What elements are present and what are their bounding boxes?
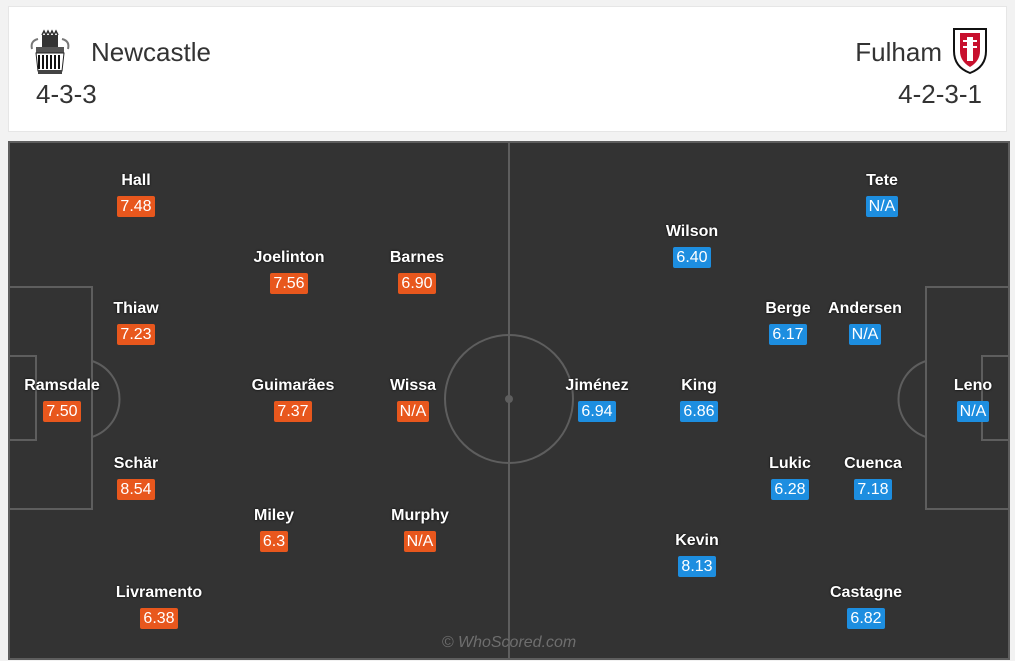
away-player-cuenca[interactable]: Cuenca 7.18 [813,455,933,500]
player-name: Andersen [828,300,902,317]
fulham-crest-icon [953,28,987,75]
player-rating: 7.56 [270,273,308,294]
away-player-castagne[interactable]: Castagne 6.82 [806,584,926,629]
player-rating: 6.90 [398,273,436,294]
player-name: Jiménez [565,377,629,394]
player-rating: 6.3 [259,531,289,552]
away-player-kevin[interactable]: Kevin 8.13 [637,532,757,577]
away-team-name: Fulham [855,37,942,67]
player-name: Wilson [665,223,719,240]
player-name: Miley [253,507,294,524]
home-player-joelinton[interactable]: Joelinton 7.56 [229,249,349,294]
player-rating: 7.50 [43,401,81,422]
home-team-name: Newcastle [91,37,211,67]
away-player-berge[interactable]: Berge 6.17 [728,300,848,345]
player-rating: N/A [865,196,899,217]
player-name: Hall [121,172,151,189]
player-rating: N/A [956,401,990,422]
player-name: Joelinton [253,249,325,266]
home-player-guimaraes[interactable]: Guimarães 7.37 [233,377,353,422]
player-rating: 7.48 [117,196,155,217]
player-rating: 6.94 [578,401,616,422]
player-rating: 8.54 [117,479,155,500]
player-name: Barnes [389,249,445,266]
player-name: Leno [953,377,993,394]
player-name: Berge [765,300,811,317]
away-player-wilson[interactable]: Wilson 6.40 [632,223,752,268]
home-player-thiaw[interactable]: Thiaw 7.23 [76,300,196,345]
player-rating: 6.38 [140,608,178,629]
away-player-jimenez[interactable]: Jiménez 6.94 [537,377,657,422]
watermark: © WhoScored.com [441,634,577,651]
home-player-wissa[interactable]: Wissa N/A [353,377,473,422]
player-name: Thiaw [113,300,159,317]
player-name: Kevin [675,532,719,549]
home-player-barnes[interactable]: Barnes 6.90 [357,249,477,294]
player-rating: 6.17 [769,324,807,345]
player-name: Cuenca [844,455,902,472]
player-rating: 8.13 [678,556,716,577]
away-formation: 4-2-3-1 [898,79,982,109]
player-rating: 6.40 [673,247,711,268]
player-name: Lukic [769,455,811,472]
player-name: Wissa [389,377,437,394]
player-rating: 6.28 [771,479,809,500]
player-rating: 7.23 [117,324,155,345]
away-player-king[interactable]: King 6.86 [639,377,759,422]
away-player-leno[interactable]: Leno N/A [913,377,1015,422]
match-header: Newcastle 4-3-3 Fulham 4-2-3-1 [8,6,1007,132]
player-name: Guimarães [251,377,335,394]
player-name: Tete [866,172,898,189]
player-rating: 6.86 [680,401,718,422]
home-player-livramento[interactable]: Livramento 6.38 [99,584,219,629]
home-player-miley[interactable]: Miley 6.3 [214,507,334,552]
player-name: Murphy [391,507,449,524]
player-name: Castagne [829,584,903,601]
pitch-lines [8,141,1010,660]
player-name: Ramsdale [24,377,100,394]
player-rating: N/A [848,324,882,345]
home-player-ramsdale[interactable]: Ramsdale 7.50 [2,377,122,422]
home-formation: 4-3-3 [36,79,97,109]
player-rating: 7.18 [854,479,892,500]
home-player-hall[interactable]: Hall 7.48 [76,172,196,217]
away-player-lukic[interactable]: Lukic 6.28 [730,455,850,500]
player-name: Livramento [115,584,203,601]
player-name: Schär [113,455,159,472]
away-player-tete[interactable]: Tete N/A [822,172,942,217]
pitch: Ramsdale 7.50 Hall 7.48 Thiaw 7.23 Schär… [8,141,1010,660]
away-player-andersen[interactable]: Andersen N/A [805,300,925,345]
player-rating: 6.82 [847,608,885,629]
player-rating: 7.37 [274,401,312,422]
home-player-schar[interactable]: Schär 8.54 [76,455,196,500]
player-rating: N/A [403,531,437,552]
home-player-murphy[interactable]: Murphy N/A [360,507,480,552]
player-name: King [681,377,717,394]
player-rating: N/A [396,401,430,422]
newcastle-crest-icon [30,29,70,74]
